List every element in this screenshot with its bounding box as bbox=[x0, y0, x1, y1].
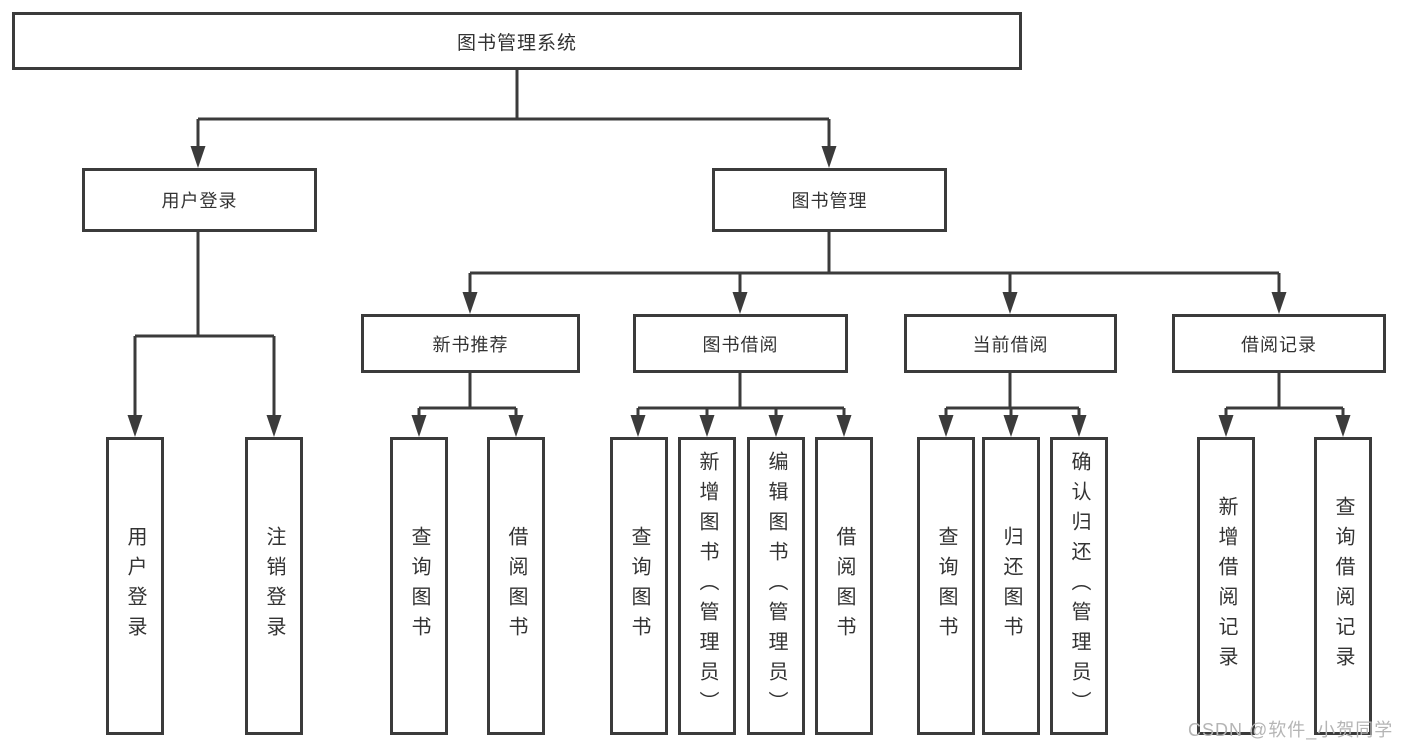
node-borrow-records: 借阅记录 bbox=[1172, 314, 1386, 373]
node-book-borrow: 图书借阅 bbox=[633, 314, 848, 373]
leaf-edit-books-admin: 编辑图书（管理员） bbox=[747, 437, 805, 735]
node-new-book-recommend: 新书推荐 bbox=[361, 314, 580, 373]
node-current-borrow: 当前借阅 bbox=[904, 314, 1117, 373]
csdn-watermark: CSDN @软件_小贺同学 bbox=[1188, 720, 1394, 740]
leaf-borrow-books-2: 借阅图书 bbox=[815, 437, 873, 735]
connector-root-to-level2 bbox=[190, 70, 837, 168]
connector-new-books-to-children bbox=[411, 373, 524, 437]
leaf-query-borrow-record: 查询借阅记录 bbox=[1314, 437, 1372, 735]
connector-borrow-records-to-children bbox=[1218, 373, 1351, 437]
node-system-root: 图书管理系统 bbox=[12, 12, 1022, 70]
leaf-logout: 注销登录 bbox=[245, 437, 303, 735]
connector-user-login-to-children bbox=[127, 232, 282, 437]
leaf-add-borrow-record: 新增借阅记录 bbox=[1197, 437, 1255, 735]
leaf-query-books-2: 查询图书 bbox=[610, 437, 668, 735]
connector-book-borrow-to-children bbox=[630, 373, 852, 437]
connector-current-borrow-to-children bbox=[938, 373, 1087, 437]
leaf-return-books: 归还图书 bbox=[982, 437, 1040, 735]
leaf-add-books-admin: 新增图书（管理员） bbox=[678, 437, 736, 735]
leaf-confirm-return-admin: 确认归还（管理员） bbox=[1050, 437, 1108, 735]
leaf-borrow-books-1: 借阅图书 bbox=[487, 437, 545, 735]
leaf-query-books-1: 查询图书 bbox=[390, 437, 448, 735]
node-book-management: 图书管理 bbox=[712, 168, 947, 232]
node-user-login: 用户登录 bbox=[82, 168, 317, 232]
connector-book-mgmt-to-level3 bbox=[462, 232, 1287, 314]
leaf-user-login: 用户登录 bbox=[106, 437, 164, 735]
leaf-query-books-3: 查询图书 bbox=[917, 437, 975, 735]
